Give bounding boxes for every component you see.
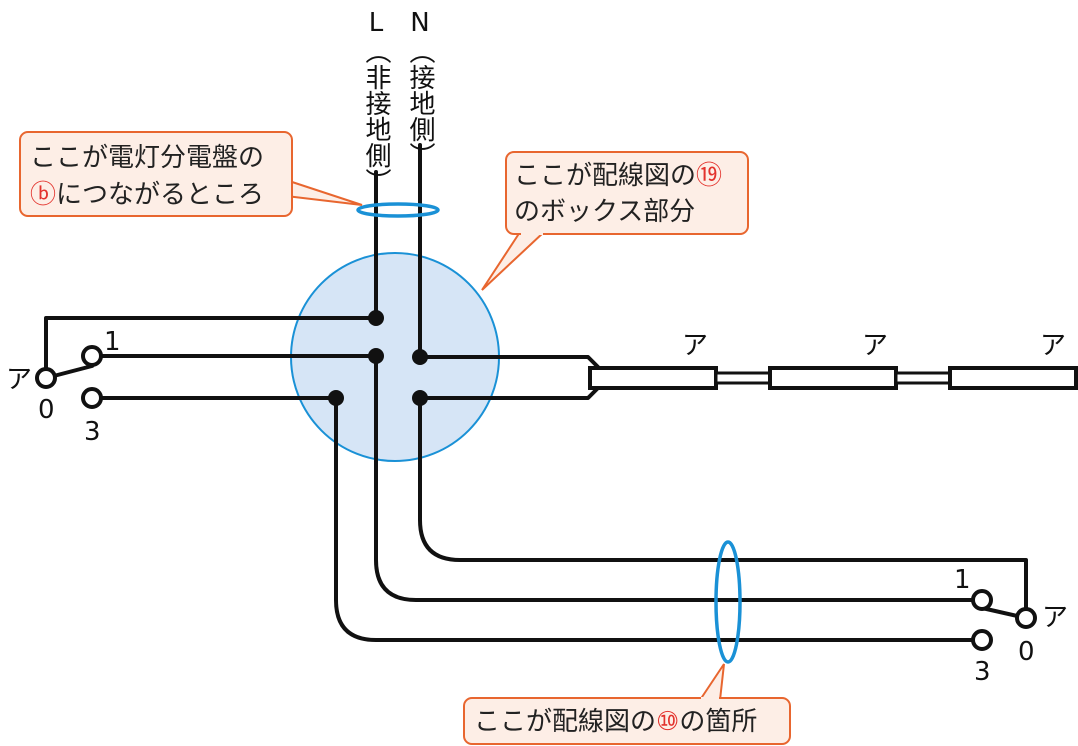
callout-cable-marker: ⑩	[656, 707, 679, 737]
lamp-1-label: ア	[682, 331, 708, 361]
left-switch-terminal-3-label: 3	[84, 417, 101, 447]
left-switch-terminal-0-label: 0	[38, 395, 55, 425]
right-switch-name: ア	[1042, 603, 1068, 633]
left-switch-terminal-1	[81, 345, 103, 367]
cable-marker-ellipse-top	[356, 202, 440, 218]
callout-box-line1-text: ここが配線図の	[514, 161, 696, 191]
wire-lamp-top	[418, 355, 600, 369]
callout-cable: ここが配線図の⑩の箇所	[463, 663, 791, 745]
right-switch-terminal-1-label: 1	[954, 565, 971, 595]
junction-dot	[412, 349, 428, 365]
callout-cable-text-a: ここが配線図の	[474, 707, 656, 737]
callout-box-pointer	[481, 231, 545, 291]
left-switch-terminal-3	[81, 387, 103, 409]
callout-panel-pointer	[285, 179, 363, 206]
lamp-link-2	[894, 371, 952, 385]
callout-cable-text: ここが配線図の⑩の箇所	[474, 707, 757, 737]
lamp-3-label: ア	[1040, 331, 1066, 361]
callout-panel-line2: ⓑにつながるところ	[30, 180, 264, 210]
junction-dot	[368, 310, 384, 326]
lamp-2	[768, 366, 898, 390]
lamp-1	[588, 366, 718, 390]
lamp-3	[948, 366, 1078, 390]
callout-box-box	[505, 151, 749, 235]
callout-cable-pointer	[699, 663, 725, 701]
wire-lamp-bottom	[418, 386, 600, 400]
left-switch-terminal-1-label: 1	[104, 327, 121, 357]
right-switch-terminal-0	[1015, 607, 1037, 629]
callout-panel: ここが電灯分電盤の ⓑにつながるところ	[19, 131, 363, 217]
lamp-link-1	[714, 371, 772, 385]
supply-neutral-label: N（接地側）	[405, 8, 435, 168]
wire-right-common	[418, 396, 1028, 620]
right-switch-terminal-0-label: 0	[1018, 637, 1035, 667]
right-switch-terminal-3	[971, 629, 993, 651]
callout-cable-box	[463, 697, 791, 745]
callout-panel-box	[19, 131, 293, 217]
callout-box-marker: ⑲	[696, 161, 722, 191]
junction-dot	[368, 348, 384, 364]
callout-panel-line1: ここが電灯分電盤の	[30, 143, 264, 173]
wire-left-common	[44, 316, 378, 380]
callout-box-part: ここが配線図の⑲ のボックス部分	[481, 151, 749, 291]
callout-panel-marker: ⓑ	[30, 180, 56, 210]
right-switch-terminal-1	[971, 589, 993, 611]
right-switch-terminal-3-label: 3	[974, 657, 991, 687]
junction-dot	[328, 390, 344, 406]
callout-box-line1: ここが配線図の⑲	[514, 161, 722, 191]
left-switch-terminal-0	[35, 367, 57, 389]
wire-right-t3	[334, 396, 984, 642]
cable-marker-ellipse-bottom	[714, 540, 742, 664]
lamp-2-label: ア	[862, 331, 888, 361]
callout-panel-line2-text: につながるところ	[56, 180, 264, 210]
callout-cable-text-b: の箇所	[679, 707, 757, 737]
callout-box-line2: のボックス部分	[514, 197, 695, 227]
junction-dot	[412, 390, 428, 406]
left-switch-name: ア	[6, 365, 32, 395]
supply-line-label: L（非接地側）	[361, 8, 391, 194]
wire-right-t1	[374, 354, 984, 602]
